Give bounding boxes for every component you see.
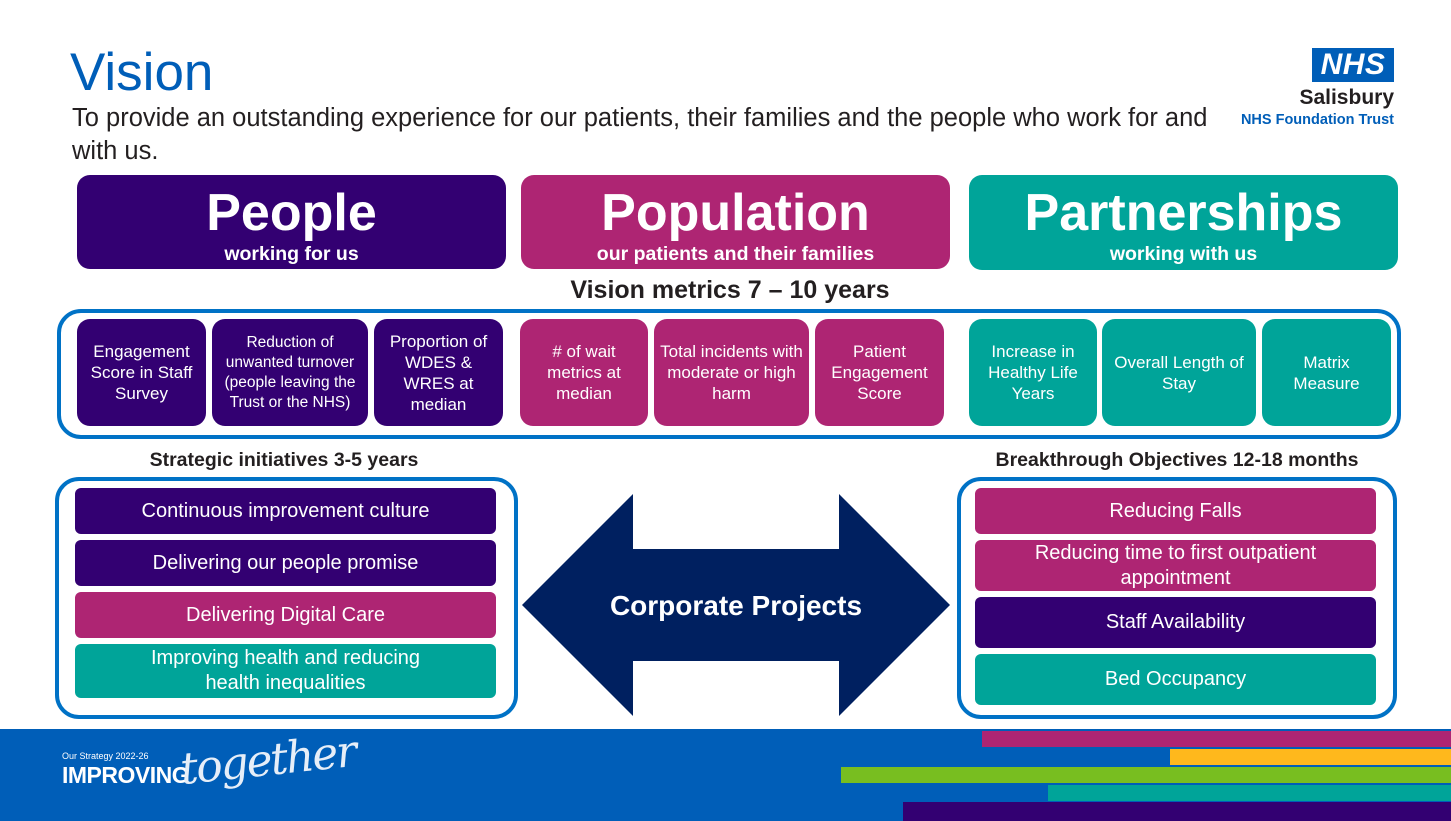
double-arrow-shape — [522, 494, 950, 716]
metric-wdes-wres: Proportion of WDES & WRES at median — [374, 319, 503, 426]
metric-engagement-score: Engagement Score in Staff Survey — [77, 319, 206, 426]
pillar-title: Partnerships — [1024, 184, 1343, 242]
footer-stripe — [982, 731, 1451, 747]
nhs-logo: NHS Salisbury NHS Foundation Trust — [1232, 48, 1397, 130]
strategic-frame — [55, 477, 518, 719]
pillar-subtitle: working for us — [224, 243, 359, 265]
strategic-heading: Strategic initiatives 3-5 years — [149, 449, 419, 471]
footer-stripe — [903, 802, 1451, 821]
vision-metrics-title: Vision metrics 7 – 10 years — [570, 276, 890, 304]
breakthrough-heading: Breakthrough Objectives 12-18 months — [995, 449, 1359, 471]
metric-matrix-measure: Matrix Measure — [1262, 319, 1391, 426]
metric-unwanted-turnover: Reduction of unwanted turnover (people l… — [212, 319, 368, 426]
footer-stripe — [841, 767, 1451, 783]
pillar-partnerships: Partnerships working with us — [969, 175, 1398, 270]
corporate-projects-label: Corporate Projects — [609, 590, 863, 621]
strategy-label: Our Strategy 2022-26 — [62, 751, 149, 761]
pillar-subtitle: working with us — [1109, 243, 1258, 265]
metric-healthy-life-years: Increase in Healthy Life Years — [969, 319, 1097, 426]
organisation-name: Salisbury — [1299, 86, 1394, 109]
footer-band — [0, 729, 1451, 821]
breakthrough-item: Reducing time to first outpatient appoin… — [975, 540, 1376, 591]
footer-stripe — [1170, 749, 1451, 765]
pillar-title: People — [206, 184, 377, 242]
strategic-item: Delivering our people promise — [75, 540, 496, 586]
metric-length-of-stay: Overall Length of Stay — [1102, 319, 1256, 426]
page-title: Vision — [70, 43, 214, 102]
metric-patient-engagement: Patient Engagement Score — [815, 319, 944, 426]
breakthrough-item: Bed Occupancy — [975, 654, 1376, 705]
footer-stripe — [1048, 785, 1451, 801]
pillar-title: Population — [601, 184, 870, 242]
breakthrough-frame — [957, 477, 1397, 719]
breakthrough-item: Reducing Falls — [975, 488, 1376, 534]
pillar-people: People working for us — [77, 175, 506, 269]
pillar-population: Population our patients and their famili… — [521, 175, 950, 269]
strategic-item: Delivering Digital Care — [75, 592, 496, 638]
vision-metrics-frame — [57, 309, 1401, 439]
strategic-item: Improving health and reducing health ine… — [75, 644, 496, 698]
trust-name: NHS Foundation Trust — [1240, 112, 1394, 128]
nhs-mark: NHS — [1312, 48, 1394, 82]
strategic-item: Continuous improvement culture — [75, 488, 496, 534]
metric-wait-metrics: # of wait metrics at median — [520, 319, 648, 426]
vision-statement: To provide an outstanding experience for… — [72, 104, 1208, 165]
improving-wordmark: IMPROVING — [62, 762, 190, 788]
breakthrough-item: Staff Availability — [975, 597, 1376, 648]
pillar-subtitle: our patients and their families — [596, 243, 875, 265]
metric-total-incidents: Total incidents with moderate or high ha… — [654, 319, 809, 426]
